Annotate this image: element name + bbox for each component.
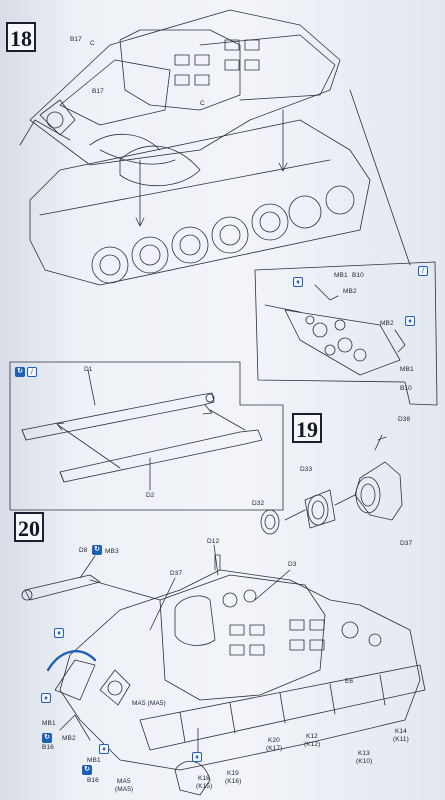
step-number-20: 20 xyxy=(14,512,44,542)
glue-drop-icon: ♦ xyxy=(405,316,415,326)
glue-drop-icon: ♦ xyxy=(54,628,64,638)
label-d38: D38 xyxy=(398,416,411,423)
tweezers-icon: / xyxy=(418,266,428,276)
label-k20: K20 xyxy=(268,737,280,744)
flip-arrow-icon: ↻ xyxy=(15,367,25,377)
glue-drop-icon: ♦ xyxy=(99,744,109,754)
label-c-top: C xyxy=(90,40,95,47)
label-d32: D32 xyxy=(252,500,265,507)
glue-drop-icon: ♦ xyxy=(41,693,51,703)
step18-lower-hull-drawing xyxy=(29,89,411,286)
label-d2: D2 xyxy=(146,492,155,499)
flip-arrow-icon: ↻ xyxy=(92,545,102,555)
label-d37-hull: D37 xyxy=(170,570,183,577)
step-number-18: 18 xyxy=(6,22,36,52)
flip-arrow-icon: ↻ xyxy=(82,765,92,775)
step18-detail-inset xyxy=(254,261,438,406)
label-k16: (K16) xyxy=(225,778,242,785)
label-k18: K18 xyxy=(198,775,210,782)
label-mb2-inset-b: MB2 xyxy=(380,320,394,327)
label-d33: D33 xyxy=(300,466,313,473)
step18-hull-drawing xyxy=(19,9,341,166)
label-mb1-inset-b: MB1 xyxy=(400,366,414,373)
label-b16-left: B16 xyxy=(42,744,54,751)
step-number-19: 19 xyxy=(292,413,322,443)
label-e6: E6 xyxy=(345,678,354,685)
label-d12: D12 xyxy=(207,538,220,545)
label-mb1-inset: MB1 xyxy=(334,272,348,279)
barrel-detail-box xyxy=(9,361,284,511)
flip-arrow-icon: ↻ xyxy=(42,733,52,743)
label-ma5-bottom: MA5 xyxy=(117,778,131,785)
label-k14: K14 xyxy=(395,728,407,735)
label-k17: (K17) xyxy=(266,745,283,752)
step20-tank-drawing xyxy=(21,544,426,796)
label-b17-top: B17 xyxy=(70,36,82,43)
label-k12: K12 xyxy=(306,733,318,740)
label-b16-bottom: B16 xyxy=(87,777,99,784)
label-d1: D1 xyxy=(84,366,93,373)
label-mb1-left: MB1 xyxy=(42,720,56,727)
label-k11: (K11) xyxy=(393,736,409,743)
label-d8-barrel: D8 xyxy=(79,547,88,554)
label-k10: (K10) xyxy=(356,758,373,765)
label-mb2-inset-a: MB2 xyxy=(343,288,357,295)
label-c-small: C xyxy=(200,100,205,107)
glue-drop-icon: ♦ xyxy=(192,752,202,762)
label-k19: K19 xyxy=(227,770,239,777)
label-mb3: MB3 xyxy=(105,548,119,555)
label-b10-inset: B10 xyxy=(352,272,364,279)
label-b17-mid: B17 xyxy=(92,88,104,95)
label-ma5-bottom-paren: (MA5) xyxy=(115,786,134,793)
tweezers-icon: / xyxy=(27,367,37,377)
label-k12-paren: (K12) xyxy=(304,741,321,748)
label-k15: (K15) xyxy=(196,783,213,790)
label-d3: D3 xyxy=(288,561,297,568)
label-d37-mantlet: D37 xyxy=(400,540,413,547)
label-b10-inset-b: B10 xyxy=(400,385,412,392)
label-ma5: MA5 (MA5) xyxy=(132,700,166,707)
label-mb2-left: MB2 xyxy=(62,735,76,742)
glue-drop-icon: ♦ xyxy=(293,277,303,287)
label-mb1-bottom: MB1 xyxy=(87,757,101,764)
label-k13: K13 xyxy=(358,750,370,757)
step19-mantlet-drawing xyxy=(260,434,403,535)
